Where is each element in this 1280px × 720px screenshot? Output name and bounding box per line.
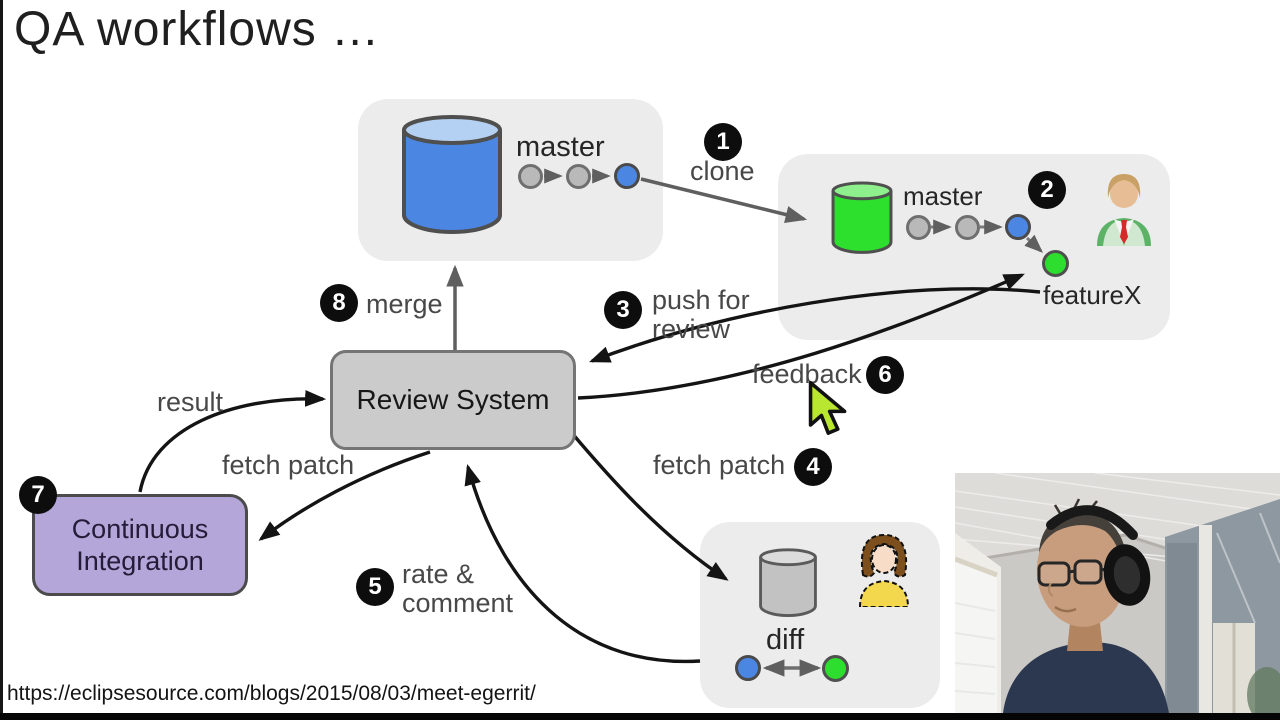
fetch-patch-left-label: fetch patch xyxy=(222,450,355,480)
feedback-label: feedback xyxy=(752,359,862,389)
commit-dot xyxy=(566,164,591,189)
step-badge-3: 3 xyxy=(604,291,642,329)
step-badge-1: 1 xyxy=(704,123,742,161)
source-url: https://eclipsesource.com/blogs/2015/08/… xyxy=(7,682,536,705)
clone-master-label: master xyxy=(903,181,983,211)
step-badge-7: 7 xyxy=(19,476,57,514)
presenter-webcam xyxy=(955,473,1280,713)
commit-dot xyxy=(955,215,980,240)
merge-label: merge xyxy=(366,289,443,319)
developer-icon xyxy=(1097,174,1151,246)
commit-dot xyxy=(906,215,931,240)
commit-dot-head xyxy=(614,163,640,189)
step-badge-8: 8 xyxy=(320,284,358,322)
review-system-node: Review System xyxy=(330,350,576,450)
rate-comment-label: rate & comment xyxy=(402,559,514,618)
featurex-label: featureX xyxy=(1043,280,1142,310)
slide-title: QA workflows … xyxy=(14,3,381,56)
slide-left-edge xyxy=(0,0,3,720)
diff-database-icon xyxy=(759,548,817,618)
review-system-label: Review System xyxy=(356,384,550,415)
webcam-scene xyxy=(955,473,1280,713)
continuous-integration-node: Continuous Integration xyxy=(32,494,248,596)
ci-label-line2: Integration xyxy=(76,546,204,576)
reviewer-icon xyxy=(858,533,910,607)
clone-database-icon xyxy=(831,181,893,254)
diff-new-dot xyxy=(822,655,849,682)
fetch-patch-right-label: fetch patch xyxy=(653,450,786,480)
diff-label: diff xyxy=(766,624,805,656)
feature-commit-dot xyxy=(1042,250,1069,277)
commit-dot-head xyxy=(1005,214,1031,240)
step-badge-5: 5 xyxy=(356,568,394,606)
ci-label-line1: Continuous xyxy=(71,514,209,544)
clone-label: clone xyxy=(690,156,755,186)
commit-dot xyxy=(518,164,543,189)
result-label: result xyxy=(157,387,224,417)
mouse-cursor-icon xyxy=(808,380,847,435)
push-for-review-label: push for review xyxy=(652,285,750,344)
step-badge-4: 4 xyxy=(794,448,832,486)
letterbox-bar xyxy=(0,713,1280,720)
diff-old-dot xyxy=(735,655,761,681)
origin-database-icon xyxy=(402,115,502,235)
origin-master-label: master xyxy=(516,131,605,163)
step-badge-6: 6 xyxy=(866,356,904,394)
step-badge-2: 2 xyxy=(1028,171,1066,209)
